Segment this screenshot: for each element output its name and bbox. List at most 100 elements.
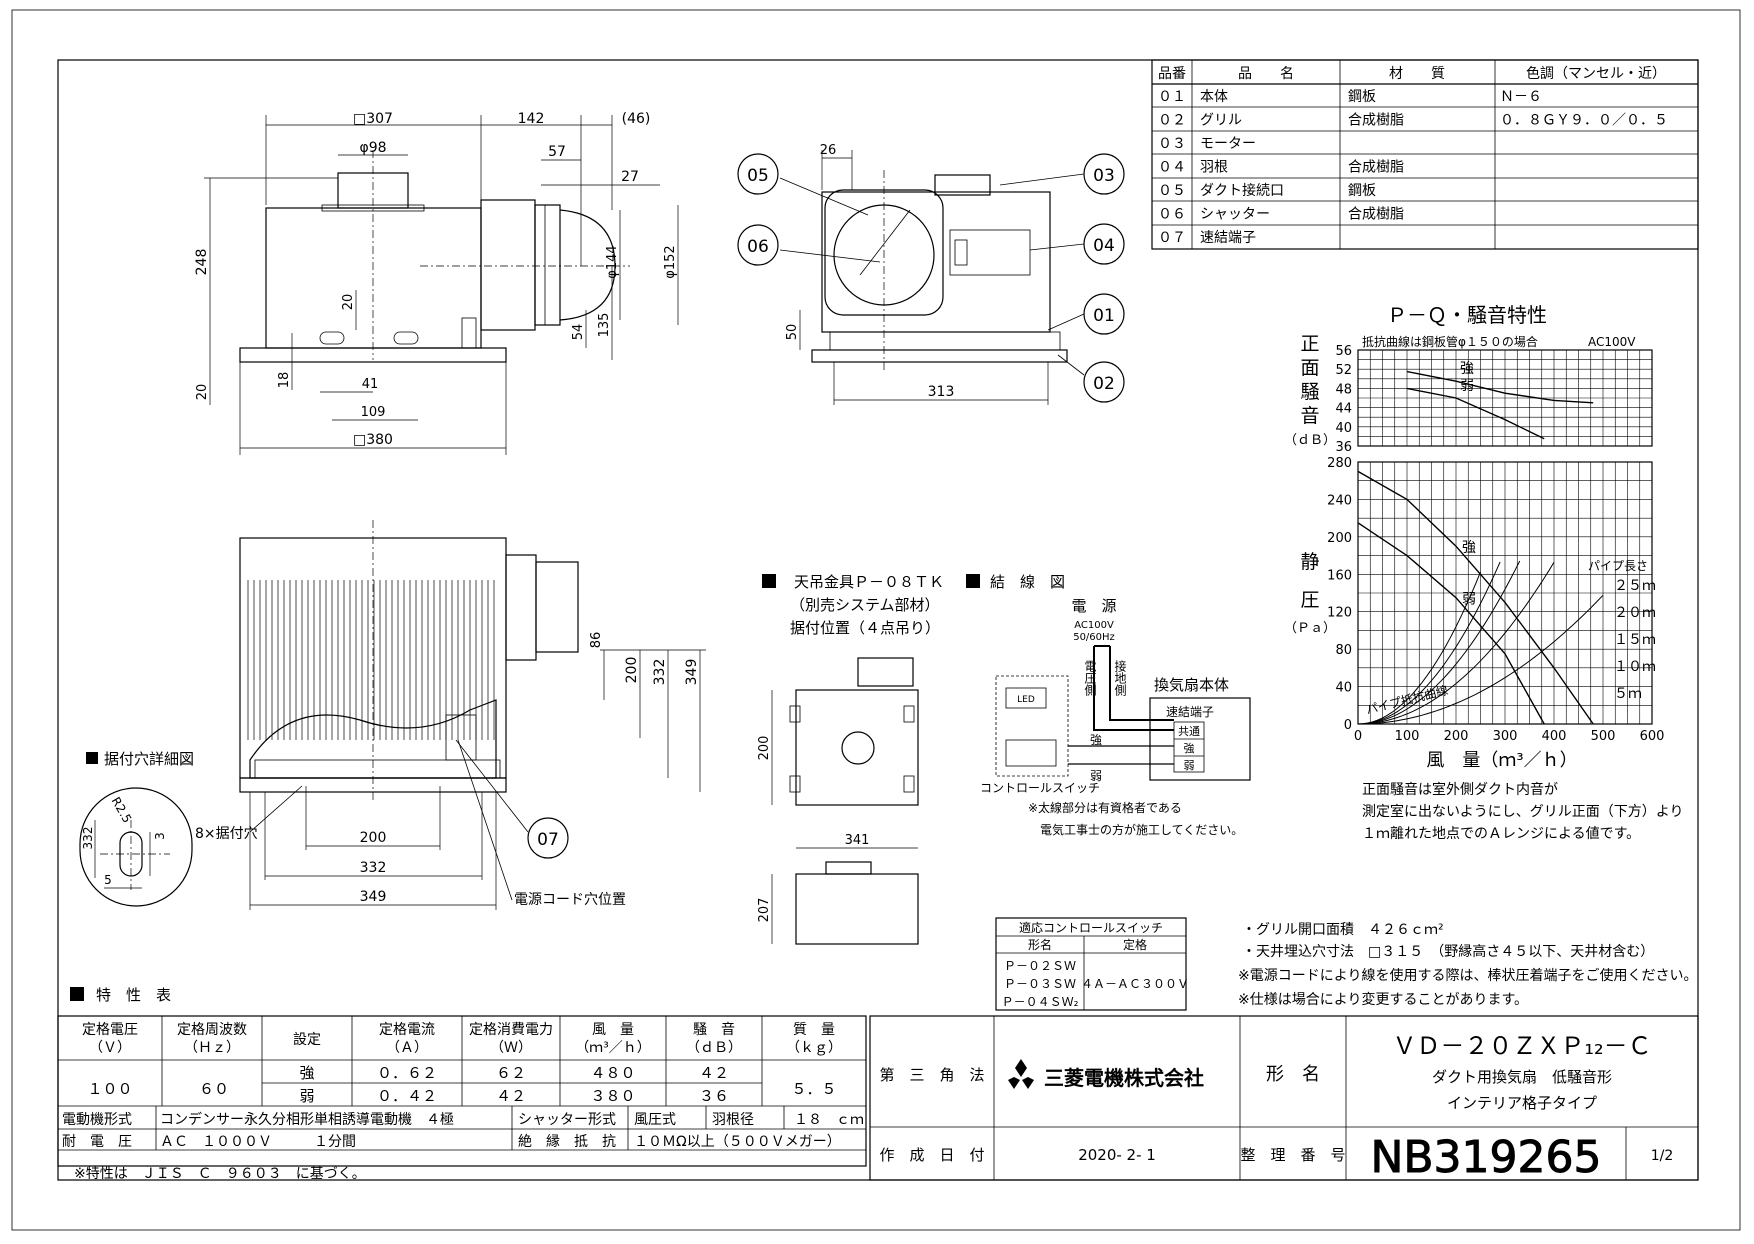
- svg-text:05: 05: [747, 166, 769, 186]
- pipe-curve: [1357, 562, 1555, 725]
- parts-cell: 速結端子: [1200, 230, 1256, 246]
- hanger-title: 天吊金具Ｐ－０８ＴＫ: [794, 573, 944, 591]
- pipe-curve-label: １０ｍ: [1614, 659, 1656, 675]
- noise-tick: 52: [1335, 363, 1352, 378]
- noise-axis-label: 騒: [1300, 381, 1319, 403]
- front-view: 26 50 313: [779, 143, 1085, 405]
- spec-cell: ０．４２: [377, 1087, 437, 1105]
- noise-tick: 36: [1335, 440, 1352, 455]
- parts-cell: ０３: [1158, 136, 1186, 152]
- x-tick: 400: [1542, 729, 1567, 744]
- spec-mass: ５．５: [791, 1080, 836, 1098]
- spec-insulation-label: 絶 縁 抵 抗: [518, 1134, 616, 1150]
- spec-insulation-value: １０ＭΩ以上（５００Ｖメガー）: [634, 1134, 841, 1150]
- pipe-curve-label: ２５ｍ: [1614, 578, 1656, 594]
- x-tick: 600: [1640, 729, 1665, 744]
- tb-sheet: 1/2: [1651, 1148, 1674, 1164]
- wiring-title: 結 線 図: [990, 573, 1065, 591]
- chart-note-2: 測定室に出ないようにし、グリル正面（下方）より: [1362, 803, 1683, 820]
- spec-header: 定格電流: [379, 1022, 435, 1038]
- dim-200h: 200: [360, 830, 387, 846]
- dim-86: 86: [589, 632, 604, 649]
- wiring-diagram: 結 線 図 電 源 AC100V 50/60Hz 電圧側 接地側 換気扇本体 速…: [966, 573, 1251, 837]
- spec-header: 騒 音: [693, 1021, 735, 1038]
- dim-248: 248: [194, 249, 210, 276]
- x-tick: 500: [1591, 729, 1616, 744]
- chart-pressure-unit: （Ｐａ）: [1284, 621, 1336, 636]
- pipe-curve-label: ２０ｍ: [1614, 605, 1656, 621]
- pipe-curve-label: ５ｍ: [1614, 686, 1642, 702]
- hanger-200: 200: [757, 736, 772, 761]
- spec-header: 定格電圧: [82, 1022, 138, 1038]
- hanger-section: 天吊金具Ｐ－０８ＴＫ （別売システム部材） 据付位置（４点吊り） 200 341…: [757, 573, 944, 945]
- pipe-curve-label: １５ｍ: [1614, 632, 1656, 648]
- spec-voltage: １００: [87, 1080, 132, 1098]
- t-weak: 弱: [1184, 759, 1195, 772]
- wiring-ground: 接地側: [1113, 659, 1127, 696]
- pressure-tick: 120: [1327, 606, 1352, 621]
- chart-noise-unit: （ｄＢ）: [1284, 433, 1336, 448]
- parts-cell: ダクト接続口: [1200, 182, 1284, 199]
- chart-title: Ｐ－Ｑ・騒音特性: [1387, 303, 1547, 327]
- tb-date: 2020- 2- 1: [1078, 1146, 1156, 1164]
- note-4: ※仕様は場合により変更することがあります。: [1238, 991, 1528, 1008]
- pressure-tick: 160: [1327, 568, 1352, 583]
- noise-series-label: 弱: [1460, 378, 1474, 394]
- chart-pipe-label: パイプ長さ: [1588, 559, 1648, 573]
- spec-header-unit: （Ｈｚ）: [184, 1040, 240, 1056]
- pipe-curve: [1357, 594, 1604, 725]
- svg-text:06: 06: [747, 237, 769, 257]
- spec-title: 特 性 表: [96, 986, 171, 1004]
- chart-note-3: １ｍ離れた地点でのＡレンジによる値です。: [1362, 825, 1640, 842]
- spec-frequency: ６０: [199, 1080, 229, 1098]
- chart-note-1: 正面騒音は室外側ダクト内音が: [1362, 781, 1558, 798]
- detail-title: 据付穴詳細図: [104, 750, 194, 768]
- dim-313: 313: [928, 384, 955, 400]
- noise-curve: [1406, 370, 1594, 404]
- noise-series-label: 強: [1460, 361, 1474, 377]
- spec-shutter-value: 風圧式: [634, 1112, 676, 1128]
- pipe-curve: [1357, 560, 1521, 725]
- switch-model-1: Ｐ－０２ＳＷ: [1004, 959, 1076, 973]
- spec-header: 定格消費電力: [469, 1022, 553, 1038]
- spec-header-unit: （Ａ）: [386, 1040, 428, 1056]
- dim-18: 18: [277, 372, 292, 389]
- spec-motor-value: コンデンサー永久分相形単相誘導電動機 ４極: [160, 1111, 454, 1128]
- dim-152: φ152: [663, 245, 678, 278]
- svg-text:02: 02: [1093, 374, 1115, 394]
- parts-cell: ０７: [1158, 230, 1186, 246]
- note-2: ・天井埋込穴寸法 □３１５ （野縁高さ４５以下、天井材含む）: [1242, 943, 1654, 960]
- wiring-power-spec2: 50/60Hz: [1073, 632, 1115, 643]
- x-tick: 200: [1444, 729, 1469, 744]
- noise-tick: 44: [1335, 402, 1352, 417]
- spec-shutter-label: シャッター形式: [518, 1112, 616, 1128]
- t-common: 共通: [1178, 725, 1200, 738]
- wiring-note2: 電気工事士の方が施工してください。: [1040, 822, 1243, 837]
- note-1: ・グリル開口面積 ４２６ｃｍ²: [1242, 922, 1444, 938]
- noise-tick: 40: [1335, 421, 1352, 436]
- tb-date-label: 作 成 日 付: [879, 1146, 984, 1164]
- dim-200v: 200: [624, 657, 640, 684]
- switch-title: 適応コントロールスイッチ: [1019, 920, 1163, 935]
- balloon-07: 07: [527, 817, 569, 859]
- note-3: ※電源コードにより線を使用する際は、棒状圧着端子をご使用ください。: [1238, 967, 1697, 984]
- pq-series-label: 弱: [1462, 592, 1476, 608]
- switch-h2: 定格: [1123, 937, 1147, 952]
- parts-cell: 合成樹脂: [1348, 160, 1404, 176]
- company-logo: [1008, 1059, 1034, 1089]
- parts-cell: 合成樹脂: [1348, 113, 1404, 129]
- tb-number-label: 整 理 番 号: [1240, 1146, 1345, 1164]
- switch-rating: ４Ａ－ＡＣ３００Ｖ: [1081, 977, 1189, 991]
- parts-cell: 合成樹脂: [1348, 207, 1404, 223]
- spec-header-unit: （ｋｇ）: [786, 1040, 842, 1056]
- chart-xlabel: 風 量（ｍ³／ｈ）: [1426, 750, 1577, 771]
- balloon-06: 06: [737, 224, 779, 266]
- spec-cell: ４８０: [590, 1064, 635, 1082]
- dim-142: 142: [518, 111, 545, 127]
- parts-cell: ０６: [1158, 207, 1186, 223]
- noise-axis-label: 面: [1300, 357, 1319, 379]
- parts-cell: 鋼板: [1348, 183, 1376, 199]
- parts-cell: モーター: [1200, 136, 1256, 152]
